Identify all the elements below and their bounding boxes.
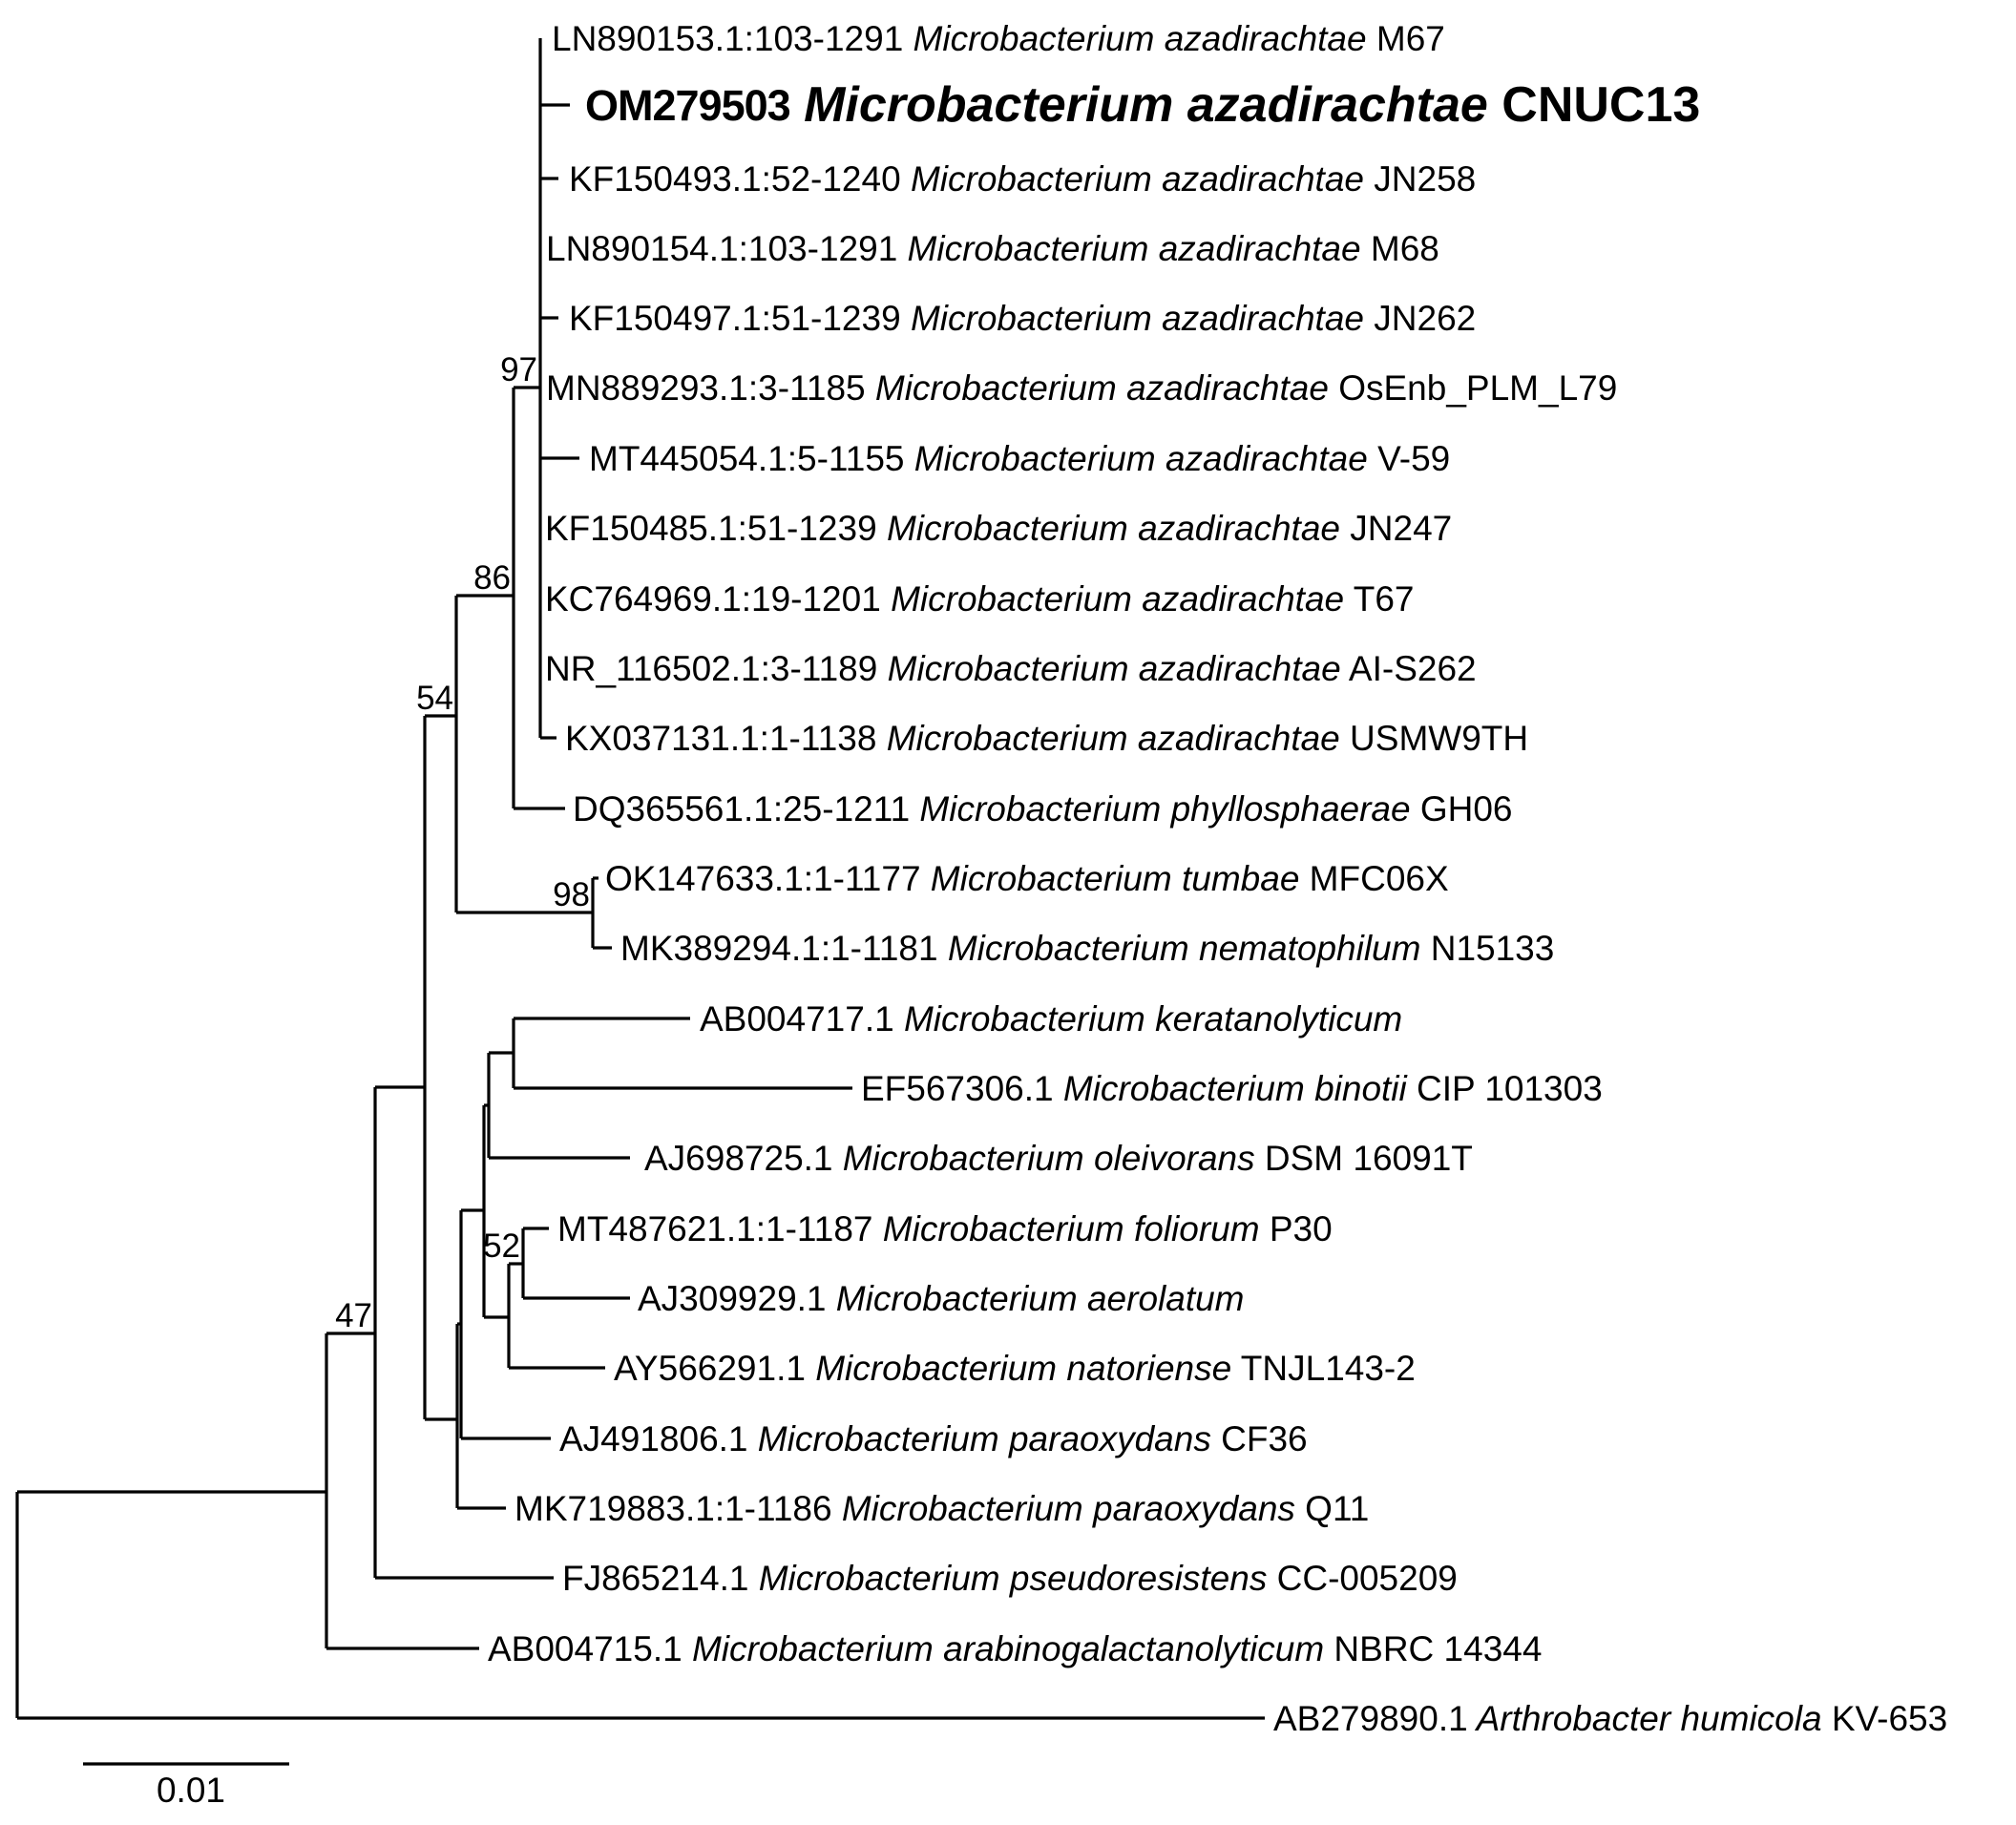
bootstrap-label: 52 [483, 1227, 520, 1265]
tip-label: KX037131.1:1-1138 Microbacterium azadira… [565, 719, 1528, 758]
tip-label: KF150493.1:52-1240 Microbacterium azadir… [569, 159, 1476, 199]
tip-label: AB004715.1 Microbacterium arabinogalacta… [488, 1629, 1542, 1668]
bootstrap-label: 54 [416, 680, 453, 717]
tip-label: DQ365561.1:25-1211 Microbacterium phyllo… [573, 789, 1513, 829]
tip-labels: LN890153.1:103-1291 Microbacterium azadi… [488, 19, 1947, 1738]
bootstrap-label: 98 [553, 876, 590, 913]
scale-bar-label: 0.01 [157, 1771, 225, 1810]
tip-label: NR_116502.1:3-1189 Microbacterium azadir… [545, 649, 1477, 688]
tip-label: KF150497.1:51-1239 Microbacterium azadir… [569, 299, 1476, 338]
tip-label: KC764969.1:19-1201 Microbacterium azadir… [545, 579, 1415, 619]
tip-label: MT445054.1:5-1155 Microbacterium azadira… [589, 439, 1450, 478]
tip-label: MT487621.1:1-1187 Microbacterium folioru… [557, 1209, 1333, 1248]
tip-label: KF150485.1:51-1239 Microbacterium azadir… [545, 509, 1452, 548]
tip-label: OM279503 Microbacterium azadirachtae CNU… [585, 77, 1700, 133]
bootstrap-values: 97 86 54 98 52 47 [335, 351, 590, 1334]
bootstrap-label: 86 [473, 559, 511, 597]
tree-branches [15, 38, 1265, 1720]
tip-label: MK389294.1:1-1181 Microbacterium nematop… [620, 929, 1554, 968]
scale-bar: 0.01 [83, 1762, 289, 1810]
tip-label: FJ865214.1 Microbacterium pseudoresisten… [562, 1559, 1458, 1598]
tip-label: LN890154.1:103-1291 Microbacterium azadi… [546, 229, 1439, 268]
tip-label: MK719883.1:1-1186 Microbacterium paraoxy… [514, 1489, 1369, 1528]
tip-label: AJ698725.1 Microbacterium oleivorans DSM… [644, 1139, 1473, 1178]
tip-label: LN890153.1:103-1291 Microbacterium azadi… [552, 19, 1445, 58]
tip-label: AJ309929.1 Microbacterium aerolatum [638, 1279, 1245, 1318]
tip-label: MN889293.1:3-1185 Microbacterium azadira… [546, 368, 1617, 408]
bootstrap-label: 47 [335, 1297, 372, 1334]
tip-label: OK147633.1:1-1177 Microbacterium tumbae … [605, 859, 1449, 898]
tip-label: AB279890.1 Arthrobacter humicola KV-653 [1273, 1699, 1947, 1738]
bootstrap-label: 97 [500, 351, 537, 388]
tip-label: AB004717.1 Microbacterium keratanolyticu… [700, 999, 1402, 1038]
tip-label: AJ491806.1 Microbacterium paraoxydans CF… [559, 1419, 1308, 1458]
tip-label: AY566291.1 Microbacterium natoriense TNJ… [614, 1349, 1416, 1388]
tip-label: EF567306.1 Microbacterium binotii CIP 10… [861, 1069, 1603, 1108]
